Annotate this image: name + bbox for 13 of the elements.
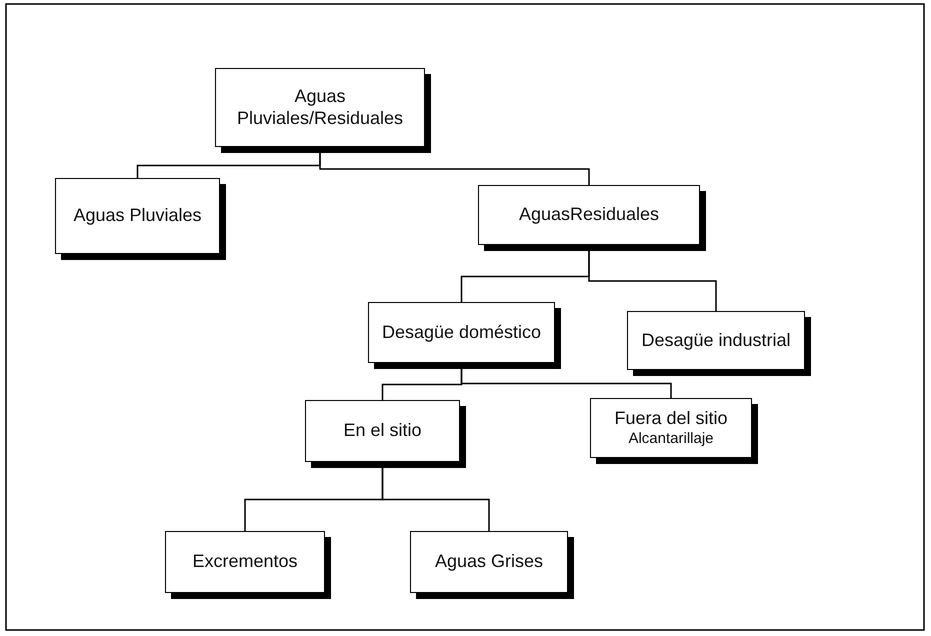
box-label: Fuera del sitio xyxy=(614,408,728,430)
box-label: En el sitio xyxy=(343,420,422,442)
connector-line xyxy=(319,153,590,185)
box-label: Desagüe doméstico xyxy=(382,322,542,344)
box-label: AguasResiduales xyxy=(518,204,660,226)
connector-line xyxy=(382,468,490,531)
box-label: Desagüe industrial xyxy=(641,330,791,352)
box-label: Aguas Pluviales/Residuales xyxy=(236,86,404,130)
box-subtext: Alcantarillaje xyxy=(628,430,714,448)
box-label: Aguas Pluviales xyxy=(73,205,202,227)
box-label: Excrementos xyxy=(192,551,298,573)
connector-line xyxy=(588,251,717,311)
box-label: Aguas Grises xyxy=(434,551,544,573)
